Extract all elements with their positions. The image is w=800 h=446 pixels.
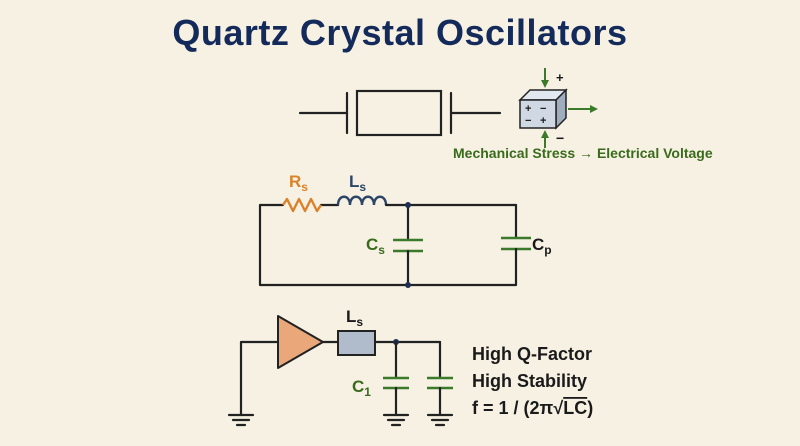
junction-bottom: [405, 282, 411, 288]
cs-label: Cs: [366, 235, 385, 257]
page-title: Quartz Crystal Oscillators: [172, 12, 628, 53]
piezo-cube: + − + − − + Mechanical Stress → Electric…: [453, 68, 713, 161]
crystal-body: [355, 89, 443, 137]
crystal-symbol: [298, 89, 502, 137]
formula-radicand: LC: [563, 398, 587, 418]
equivalent-circuit: Rs Ls Cs Cp: [258, 172, 552, 288]
resonance-formula: f = 1 / (2π√LC): [472, 398, 593, 418]
note-stability: High Stability: [472, 371, 587, 391]
crystal-block-ls: [337, 330, 376, 356]
amplifier: [277, 315, 324, 369]
osc-ls-label: Ls: [346, 307, 363, 329]
face-minus-right: −: [540, 103, 546, 115]
cube-front-face: [519, 99, 557, 129]
piezo-caption: Mechanical Stress → Electrical Voltage: [453, 145, 713, 161]
top-plus-sign: +: [556, 70, 564, 85]
face-plus-right: +: [540, 115, 546, 127]
cp-label: Cp: [532, 235, 552, 257]
bottom-minus-sign: −: [556, 130, 564, 146]
sqrt-sign: √: [553, 398, 563, 418]
note-q-factor: High Q-Factor: [472, 344, 592, 364]
inductor-ls: [336, 195, 388, 206]
rs-label: Rs: [289, 172, 308, 194]
ls-label: Ls: [349, 172, 366, 194]
amp-input-wire: [239, 340, 280, 417]
face-minus-left: −: [525, 115, 531, 127]
resistor-rs: [282, 197, 322, 213]
face-plus-left: +: [525, 103, 531, 115]
eq-outer-wire: [258, 203, 518, 287]
c1-label: C1: [352, 377, 371, 399]
oscillator-circuit: Ls C1 High Q-Factor High Stability f = 1…: [227, 307, 593, 427]
junction-top: [405, 202, 411, 208]
